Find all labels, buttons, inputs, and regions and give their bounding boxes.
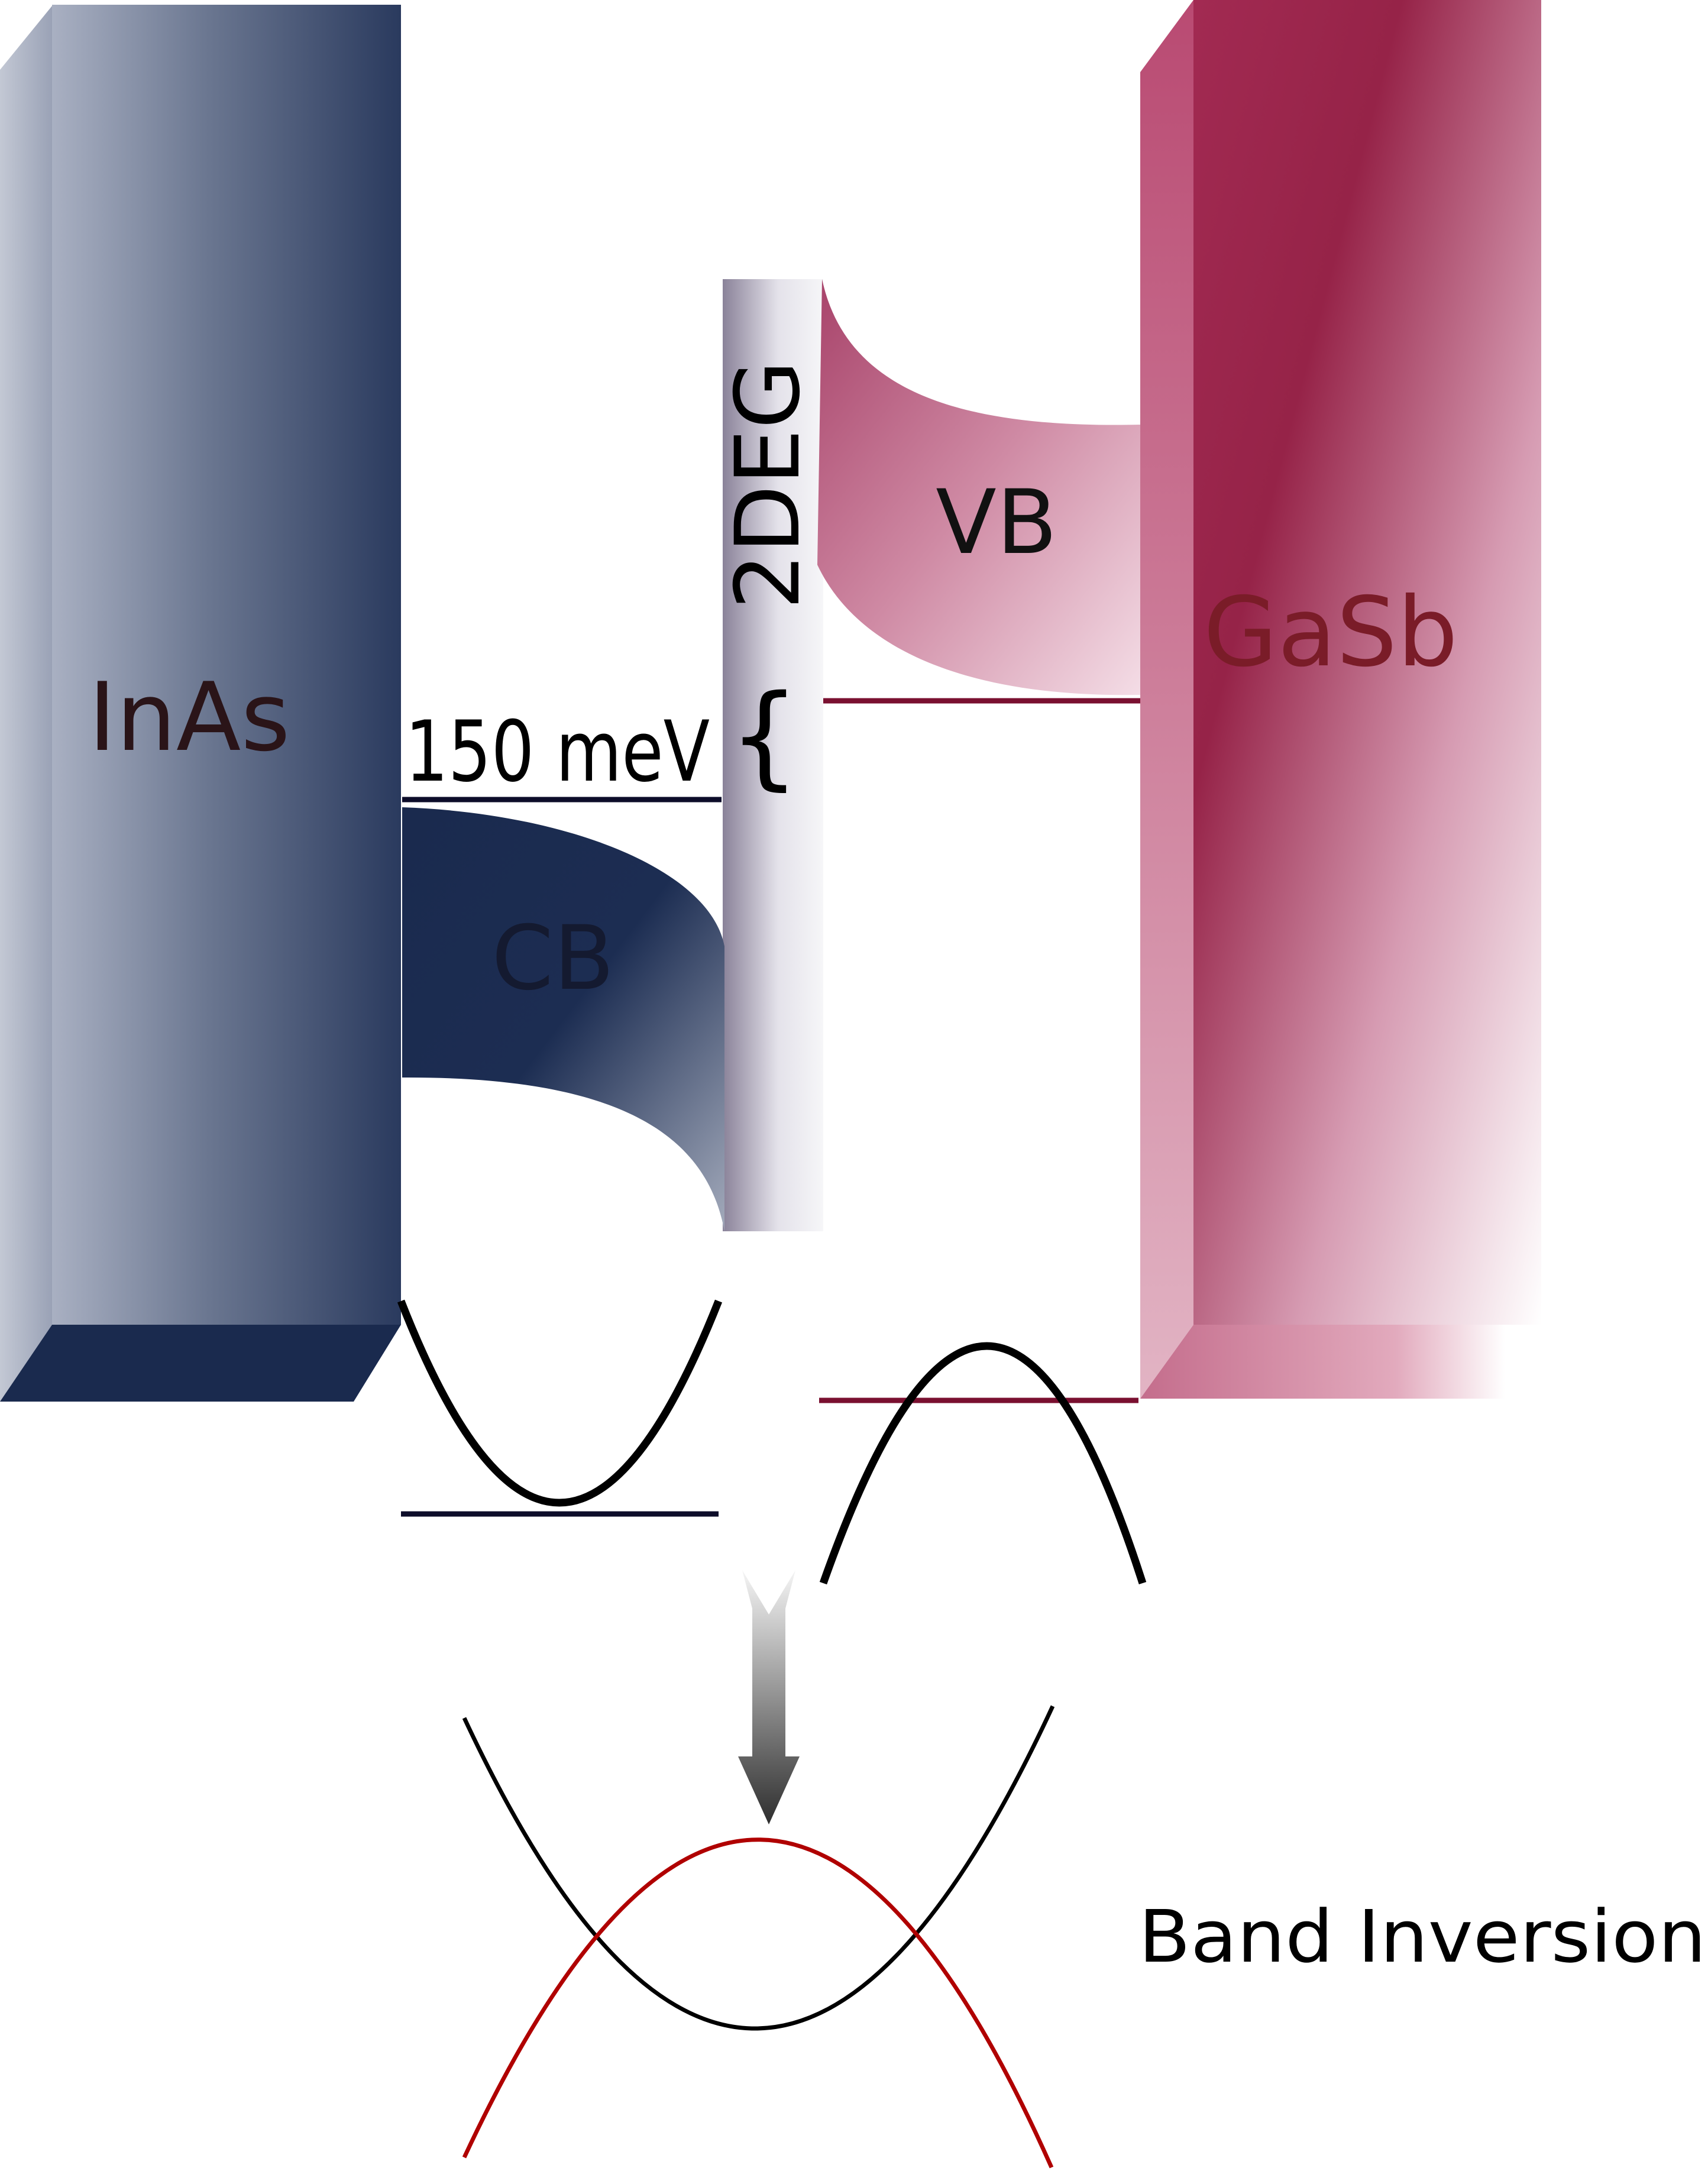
inas-block: InAs [0, 5, 401, 1402]
arrow-shape [738, 1570, 800, 1824]
brace-icon: { [729, 671, 800, 801]
inas-side-face [0, 6, 52, 1402]
gasb-bottom-face [1140, 1325, 1505, 1399]
arrow-down-icon [738, 1570, 800, 1824]
cb-dispersion-curve [397, 1299, 723, 1507]
inas-bottom-face [0, 1325, 401, 1402]
gasb-label: GaSb [1204, 577, 1458, 688]
vb-label: VB [936, 471, 1057, 574]
energy-gap-label: 150 meV [405, 703, 710, 801]
twodeg-bar: 2DEG [717, 279, 823, 1231]
vb-band: VB [817, 279, 1140, 695]
cb-band-shape [402, 807, 724, 1231]
twodeg-label: 2DEG [717, 360, 820, 610]
vb-band-shape [817, 279, 1140, 695]
band-inversion-label: Band Inversion [1138, 1895, 1706, 1979]
twodeg-bar-body [723, 279, 823, 1231]
inverted-valence-curve [462, 1837, 1054, 2169]
cb-label: CB [491, 907, 614, 1010]
vb-dispersion-curve [819, 1342, 1147, 1585]
inas-front-face [52, 5, 401, 1325]
inverted-conduction-curve [462, 1705, 1055, 2031]
cb-band: CB [402, 807, 724, 1231]
gasb-side-face [1140, 0, 1193, 1399]
gasb-front-face [1193, 0, 1541, 1325]
inas-label: InAs [88, 662, 290, 772]
gasb-block: GaSb [1140, 0, 1541, 1399]
